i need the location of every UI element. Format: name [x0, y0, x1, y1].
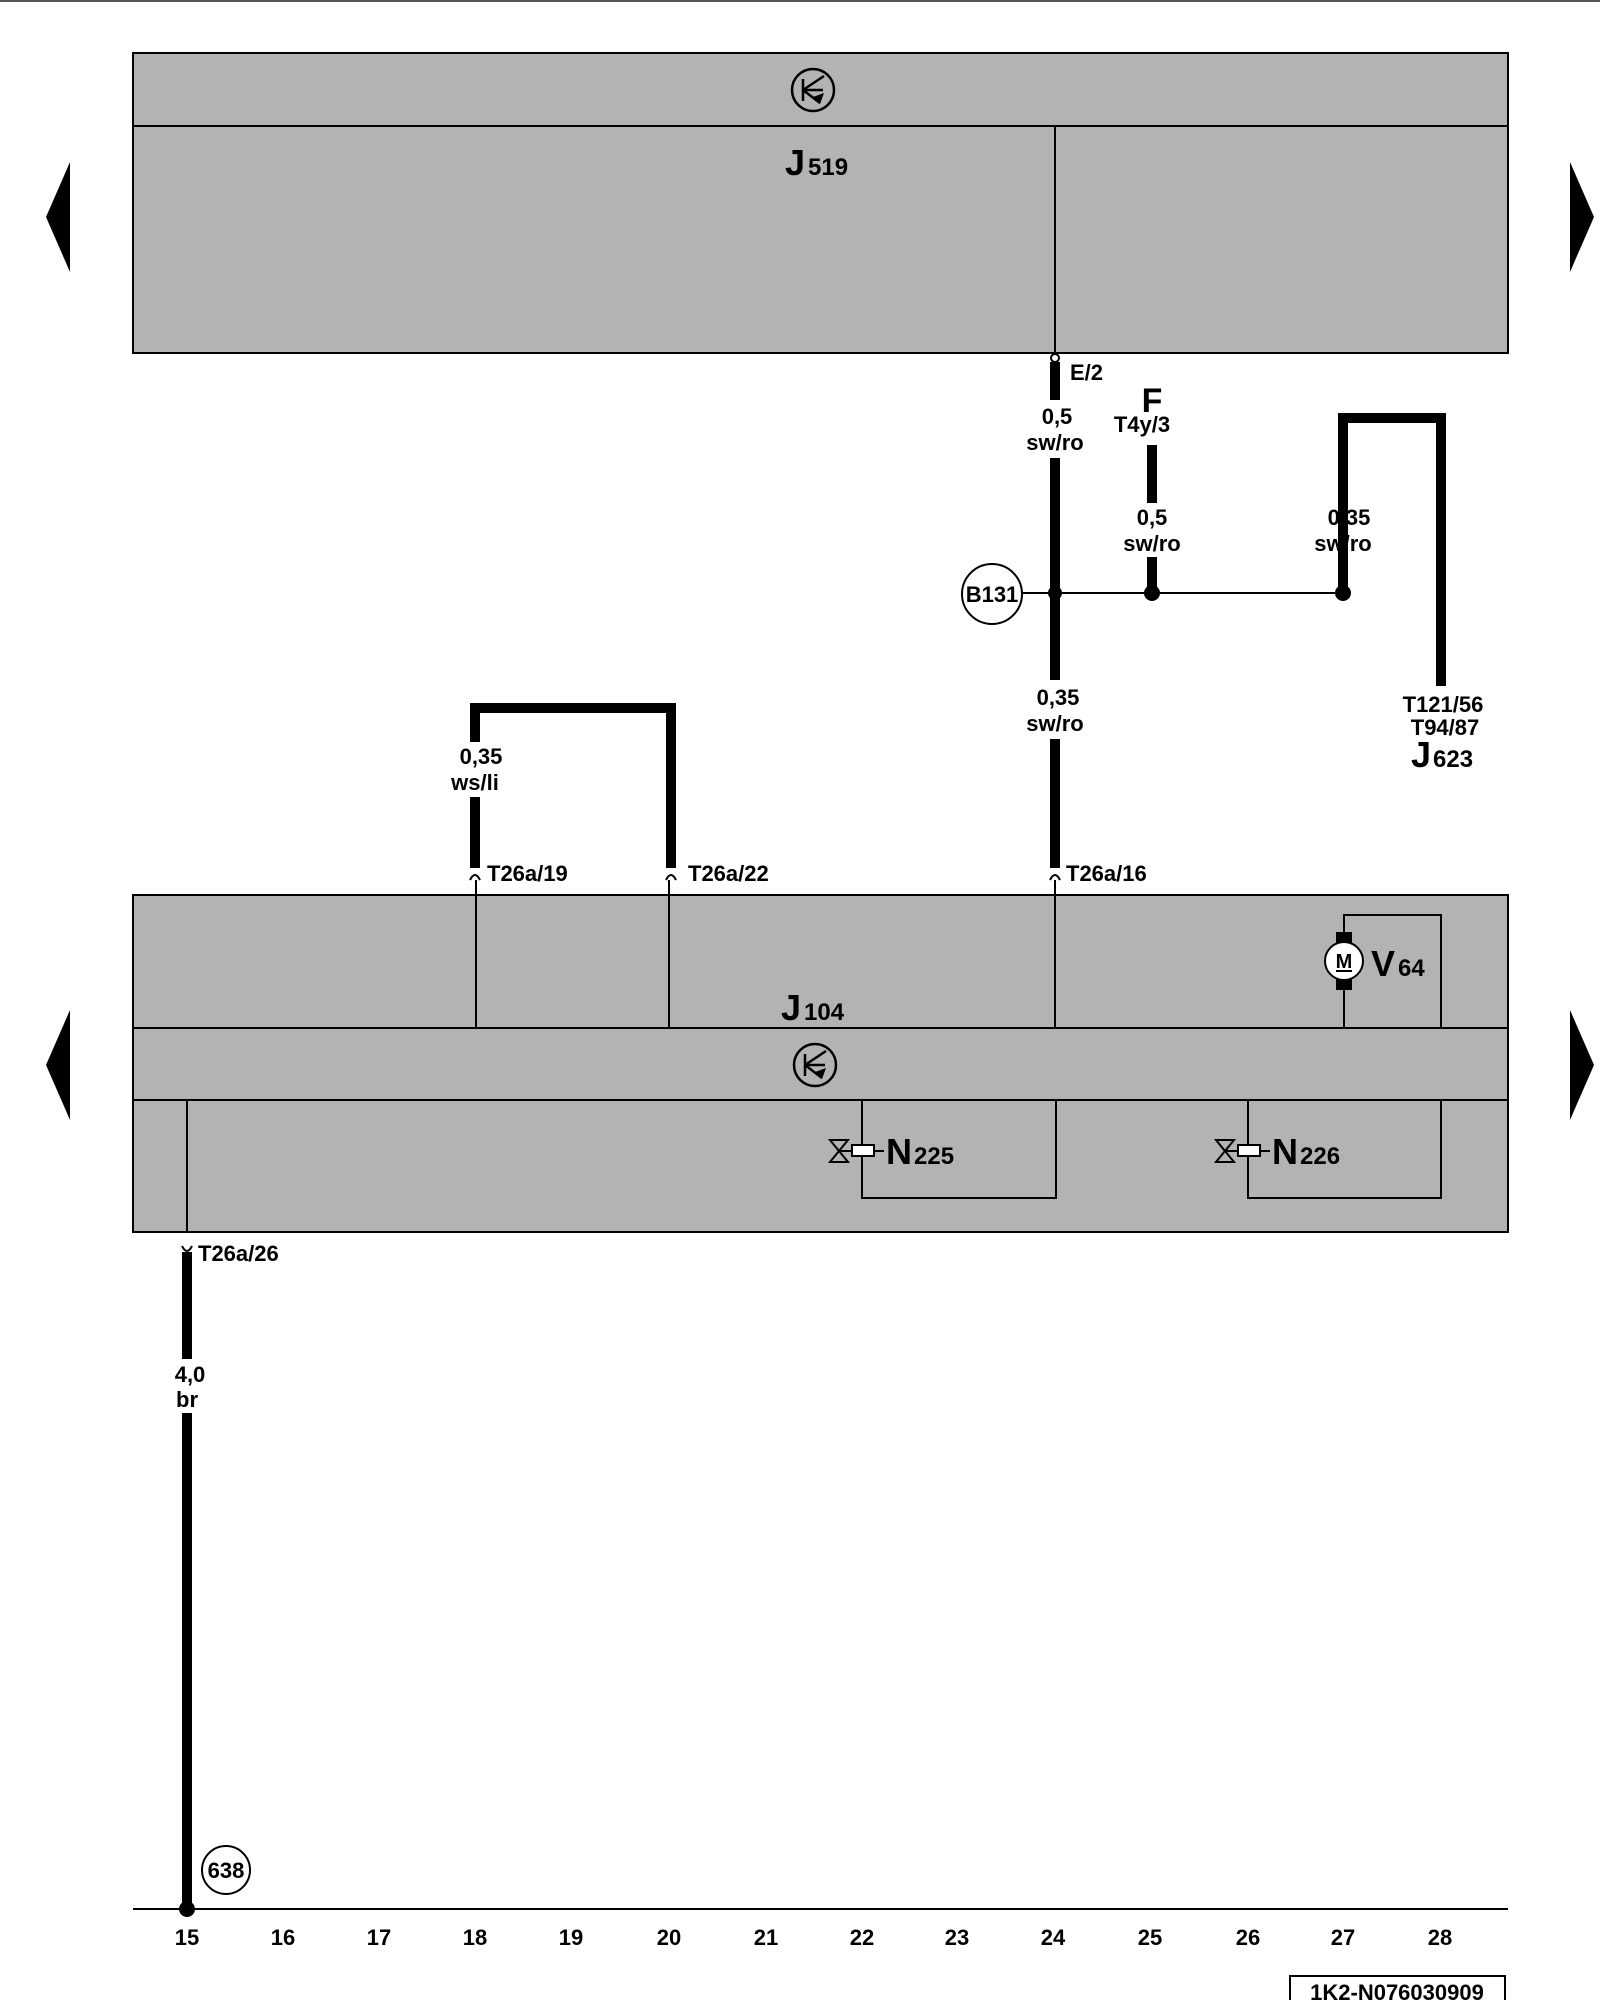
fuse-f: F T4y/3 0,5 sw/ro: [1114, 382, 1181, 593]
wire-color-label: br: [176, 1387, 198, 1412]
connector-t26a-19-label: T26a/19: [487, 861, 568, 886]
connector-t26a-16-label: T26a/16: [1066, 861, 1147, 886]
connector-e2-label: E/2: [1070, 360, 1103, 385]
scale-label-16: 16: [271, 1925, 295, 1950]
j104-control-unit: J 104 M V 64 N: [132, 880, 1509, 1233]
wire-j623-loop: 0,35 sw/ro: [1314, 413, 1446, 686]
next-page-arrow-bottom[interactable]: [1570, 1010, 1594, 1120]
n226-letter: N: [1272, 1131, 1298, 1172]
document-id-box: 1K2-N076030909: [1289, 1975, 1506, 2000]
j623-pin-1: T121/56: [1403, 692, 1484, 717]
j623-reference: T121/56 T94/87 J 623: [1403, 692, 1484, 775]
wire-size-label: 0,35: [1037, 685, 1080, 710]
scale-label-17: 17: [367, 1925, 391, 1950]
n226-number: 226: [1300, 1143, 1340, 1170]
scale-label-26: 26: [1236, 1925, 1260, 1950]
motor-v64: M V 64: [1324, 914, 1442, 1029]
wire-color-label: sw/ro: [1314, 531, 1371, 556]
j623-letter: J: [1411, 734, 1431, 775]
connector-t26a-22-label: T26a/22: [688, 861, 769, 886]
scale-label-27: 27: [1331, 1925, 1355, 1950]
j623-number: 623: [1433, 746, 1473, 773]
scale-label-15: 15: [175, 1925, 199, 1950]
electronic-component-icon: [792, 1042, 838, 1088]
wire-color-label: sw/ro: [1026, 430, 1083, 455]
scale-label-20: 20: [657, 1925, 681, 1950]
fuse-f-letter: F: [1142, 382, 1163, 420]
document-id: 1K2-N076030909: [1310, 1980, 1484, 2000]
scale-label-23: 23: [945, 1925, 969, 1950]
j104-letter: J: [781, 987, 801, 1028]
joint-b131: B131: [961, 563, 1351, 625]
wire-size-label: 0,35: [460, 744, 503, 769]
scale-label-25: 25: [1138, 1925, 1162, 1950]
wire-e2-b131: E/2 0,5 sw/ro: [1026, 353, 1103, 593]
wire-size-label: 4,0: [175, 1362, 206, 1387]
j519-number: 519: [808, 154, 848, 181]
scale-label-24: 24: [1041, 1925, 1066, 1950]
motor-icon: M: [1336, 951, 1353, 973]
fuse-f-pin: T4y/3: [1114, 412, 1170, 437]
joint-b131-label: B131: [966, 582, 1019, 607]
scale-label-22: 22: [850, 1925, 874, 1950]
next-page-arrow-top[interactable]: [1570, 162, 1594, 272]
j104-number: 104: [804, 999, 845, 1026]
connector-t26a-26-label: T26a/26: [198, 1241, 279, 1266]
wire-size-label: 0,35: [1328, 505, 1371, 530]
wire-size-label: 0,5: [1137, 505, 1168, 530]
scale-label-18: 18: [463, 1925, 487, 1950]
wire-size-label: 0,5: [1042, 404, 1073, 429]
v64-letter: V: [1371, 943, 1395, 984]
n225-letter: N: [886, 1131, 912, 1172]
wire-color-label: sw/ro: [1026, 711, 1083, 736]
wire-ground: T26a/26 4,0 br 638: [175, 1241, 279, 1917]
wire-color-label: ws/li: [450, 770, 499, 795]
j519-control-unit: J 519: [132, 52, 1509, 354]
valve-n225: N 225: [827, 1099, 1057, 1199]
prev-page-arrow-bottom[interactable]: [46, 1010, 70, 1120]
n225-number: 225: [914, 1143, 954, 1170]
wire-color-label: sw/ro: [1123, 531, 1180, 556]
electronic-component-icon: [790, 67, 836, 113]
j519-letter: J: [785, 142, 805, 183]
prev-page-arrow-top[interactable]: [46, 162, 70, 272]
grid-scale: 15 16 17 18 19 20 21 22 23 24 25 26 27 28: [133, 1908, 1508, 1950]
wire-b131-j104: 0,35 sw/ro T26a/16: [1026, 593, 1147, 886]
scale-label-19: 19: [559, 1925, 583, 1950]
valve-n226: N 226: [1213, 1099, 1442, 1199]
wire-ws-li-loop: 0,35 ws/li T26a/19 T26a/22: [450, 703, 769, 886]
j623-pin-2: T94/87: [1411, 715, 1480, 740]
scale-label-28: 28: [1428, 1925, 1452, 1950]
scale-label-21: 21: [754, 1925, 778, 1950]
ground-point-638-label: 638: [208, 1858, 245, 1883]
v64-number: 64: [1398, 955, 1425, 982]
